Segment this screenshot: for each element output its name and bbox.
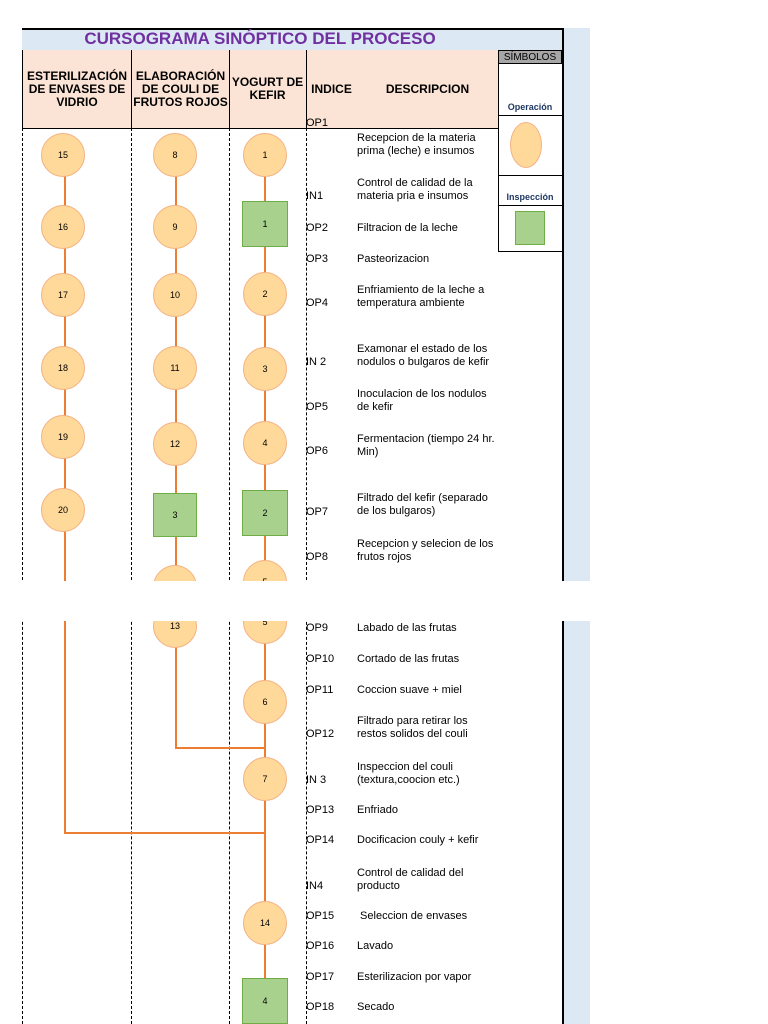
row-description-op12: Filtrado para retirar los restos solidos… (357, 715, 468, 740)
row-description-op13: Enfriado (357, 804, 398, 816)
flow-connector-col1 (64, 832, 265, 834)
symbols-header: SÍMBOLOS (498, 50, 562, 64)
operation-legend-label: Operación (507, 102, 553, 112)
col2-operation-9: 9 (153, 205, 197, 249)
col2-operation-10: 10 (153, 273, 197, 317)
right-margin-strip (564, 28, 590, 1024)
row-description-op15: Seleccion de envases (357, 910, 468, 922)
title-bar (22, 28, 562, 52)
row-index-op11: OP11 (306, 684, 334, 696)
column-divider-1 (131, 128, 132, 1024)
row-index-op8: OP8 (306, 551, 329, 563)
symbols-divider-3 (498, 205, 562, 206)
col3-inspection-2: 2 (242, 490, 288, 536)
col2-inspection-3: 3 (153, 493, 197, 537)
row-index-in4: IN4 (306, 880, 324, 892)
row-index-op5: OP5 (306, 401, 329, 413)
right-border-line (562, 28, 564, 1024)
col3-inspection-1: 1 (242, 201, 288, 247)
row-description-op8: Recepcion y selecion de los frutos rojos (357, 538, 494, 563)
header-separator-3 (306, 50, 307, 128)
row-description-op1: Recepcion de la materia prima (leche) e … (357, 132, 476, 157)
row-description-in3: Inspeccion del couli (textura,coocion et… (357, 761, 460, 786)
col2-operation-8: 8 (153, 133, 197, 177)
col1-operation-20: 20 (41, 488, 85, 532)
row-index-op12: OP12 (306, 728, 335, 740)
row-index-op18: OP18 (306, 1001, 335, 1013)
col3-operation-3: 3 (243, 347, 287, 391)
row-index-in2: IN 2 (306, 356, 327, 368)
row-description-op14: Docificacion couly + kefir (357, 834, 479, 846)
col3-operation-6: 6 (243, 680, 287, 724)
col3-operation-4: 4 (243, 421, 287, 465)
column-divider-2 (229, 128, 230, 1024)
row-index-op13: OP13 (306, 804, 335, 816)
col1-operation-19: 19 (41, 415, 85, 459)
row-description-op18: Secado (357, 1001, 395, 1013)
header-bottom-line (22, 128, 498, 129)
row-index-op14: OP14 (306, 834, 335, 846)
row-description-op16: Lavado (357, 940, 394, 952)
row-index-in3: IN 3 (306, 774, 327, 786)
column-divider-3 (306, 128, 307, 1024)
page-title: CURSOGRAMA SINÓPTICO DEL PROCESO (84, 29, 436, 48)
row-index-op1: OP1 (306, 117, 329, 129)
col3-operation-14: 14 (243, 901, 287, 945)
row-index-op10: OP10 (306, 653, 335, 665)
row-description-op17: Esterilizacion por vapor (357, 971, 472, 983)
symbols-divider-1 (498, 115, 562, 116)
symbols-left-border (498, 50, 499, 252)
col2-operation-12: 12 (153, 422, 197, 466)
row-index-op17: OP17 (306, 971, 335, 983)
row-index-op15: OP15 (306, 910, 335, 922)
col2-operation-11: 11 (153, 346, 197, 390)
col3-inspection-4: 4 (242, 978, 288, 1024)
header-indice: INDICE (306, 50, 357, 128)
col3-operation-7: 7 (243, 757, 287, 801)
col1-operation-15: 15 (41, 133, 85, 177)
col3-operation-2: 2 (243, 272, 287, 316)
row-description-op5: Inoculacion de los nodulos de kefir (357, 388, 487, 413)
row-index-op6: OP6 (306, 445, 329, 457)
symbols-divider-2 (498, 175, 562, 176)
inspection-legend-icon (515, 211, 545, 245)
row-description-op3: Pasteorizacion (357, 253, 430, 265)
col1-operation-16: 16 (41, 205, 85, 249)
header-yogurt: YOGURT DE KEFIR (229, 50, 306, 128)
row-index-op16: OP16 (306, 940, 335, 952)
header-descripcion: DESCRIPCION (357, 50, 498, 128)
column-divider-0 (22, 128, 23, 1024)
row-description-op2: Filtracion de la leche (357, 222, 458, 234)
header-separator-1 (131, 50, 132, 128)
col1-operation-17: 17 (41, 273, 85, 317)
header-couli: ELABORACIÓN DE COULI DE FRUTOS ROJOS (132, 50, 229, 128)
row-index-op2: OP2 (306, 222, 329, 234)
row-index-op4: OP4 (306, 297, 329, 309)
header-esterilizacion: ESTERILIZACIÓN DE ENVASES DE VIDRIO (22, 50, 132, 128)
row-description-op10: Cortado de las frutas (357, 653, 460, 665)
row-description-op6: Fermentacion (tiempo 24 hr. Min) (357, 433, 495, 458)
operation-legend-icon (510, 122, 542, 168)
header-separator-0 (22, 50, 23, 128)
row-index-op3: OP3 (306, 253, 329, 265)
row-description-op4: Enfriamiento de la leche a temperatura a… (357, 284, 485, 309)
row-description-op11: Coccion suave + miel (357, 684, 462, 696)
row-description-in2: Examonar el estado de los nodulos o bulg… (357, 343, 490, 368)
row-index-op7: OP7 (306, 506, 329, 518)
col1-operation-18: 18 (41, 346, 85, 390)
row-index-in1: IN1 (306, 190, 324, 202)
col3-operation-1: 1 (243, 133, 287, 177)
flow-connector-col2 (175, 747, 265, 749)
inspection-legend-label: Inspección (506, 192, 554, 202)
row-description-op9: Labado de las frutas (357, 622, 457, 634)
row-description-in4: Control de calidad del producto (357, 867, 464, 892)
row-description-op7: Filtrado del kefir (separado de los bulg… (357, 492, 488, 517)
page-break-gap (0, 581, 768, 621)
row-index-op9: OP9 (306, 622, 329, 634)
row-description-in1: Control de calidad de la materia pria e … (357, 177, 473, 202)
symbols-divider-4 (498, 251, 562, 252)
header-separator-2 (229, 50, 230, 128)
